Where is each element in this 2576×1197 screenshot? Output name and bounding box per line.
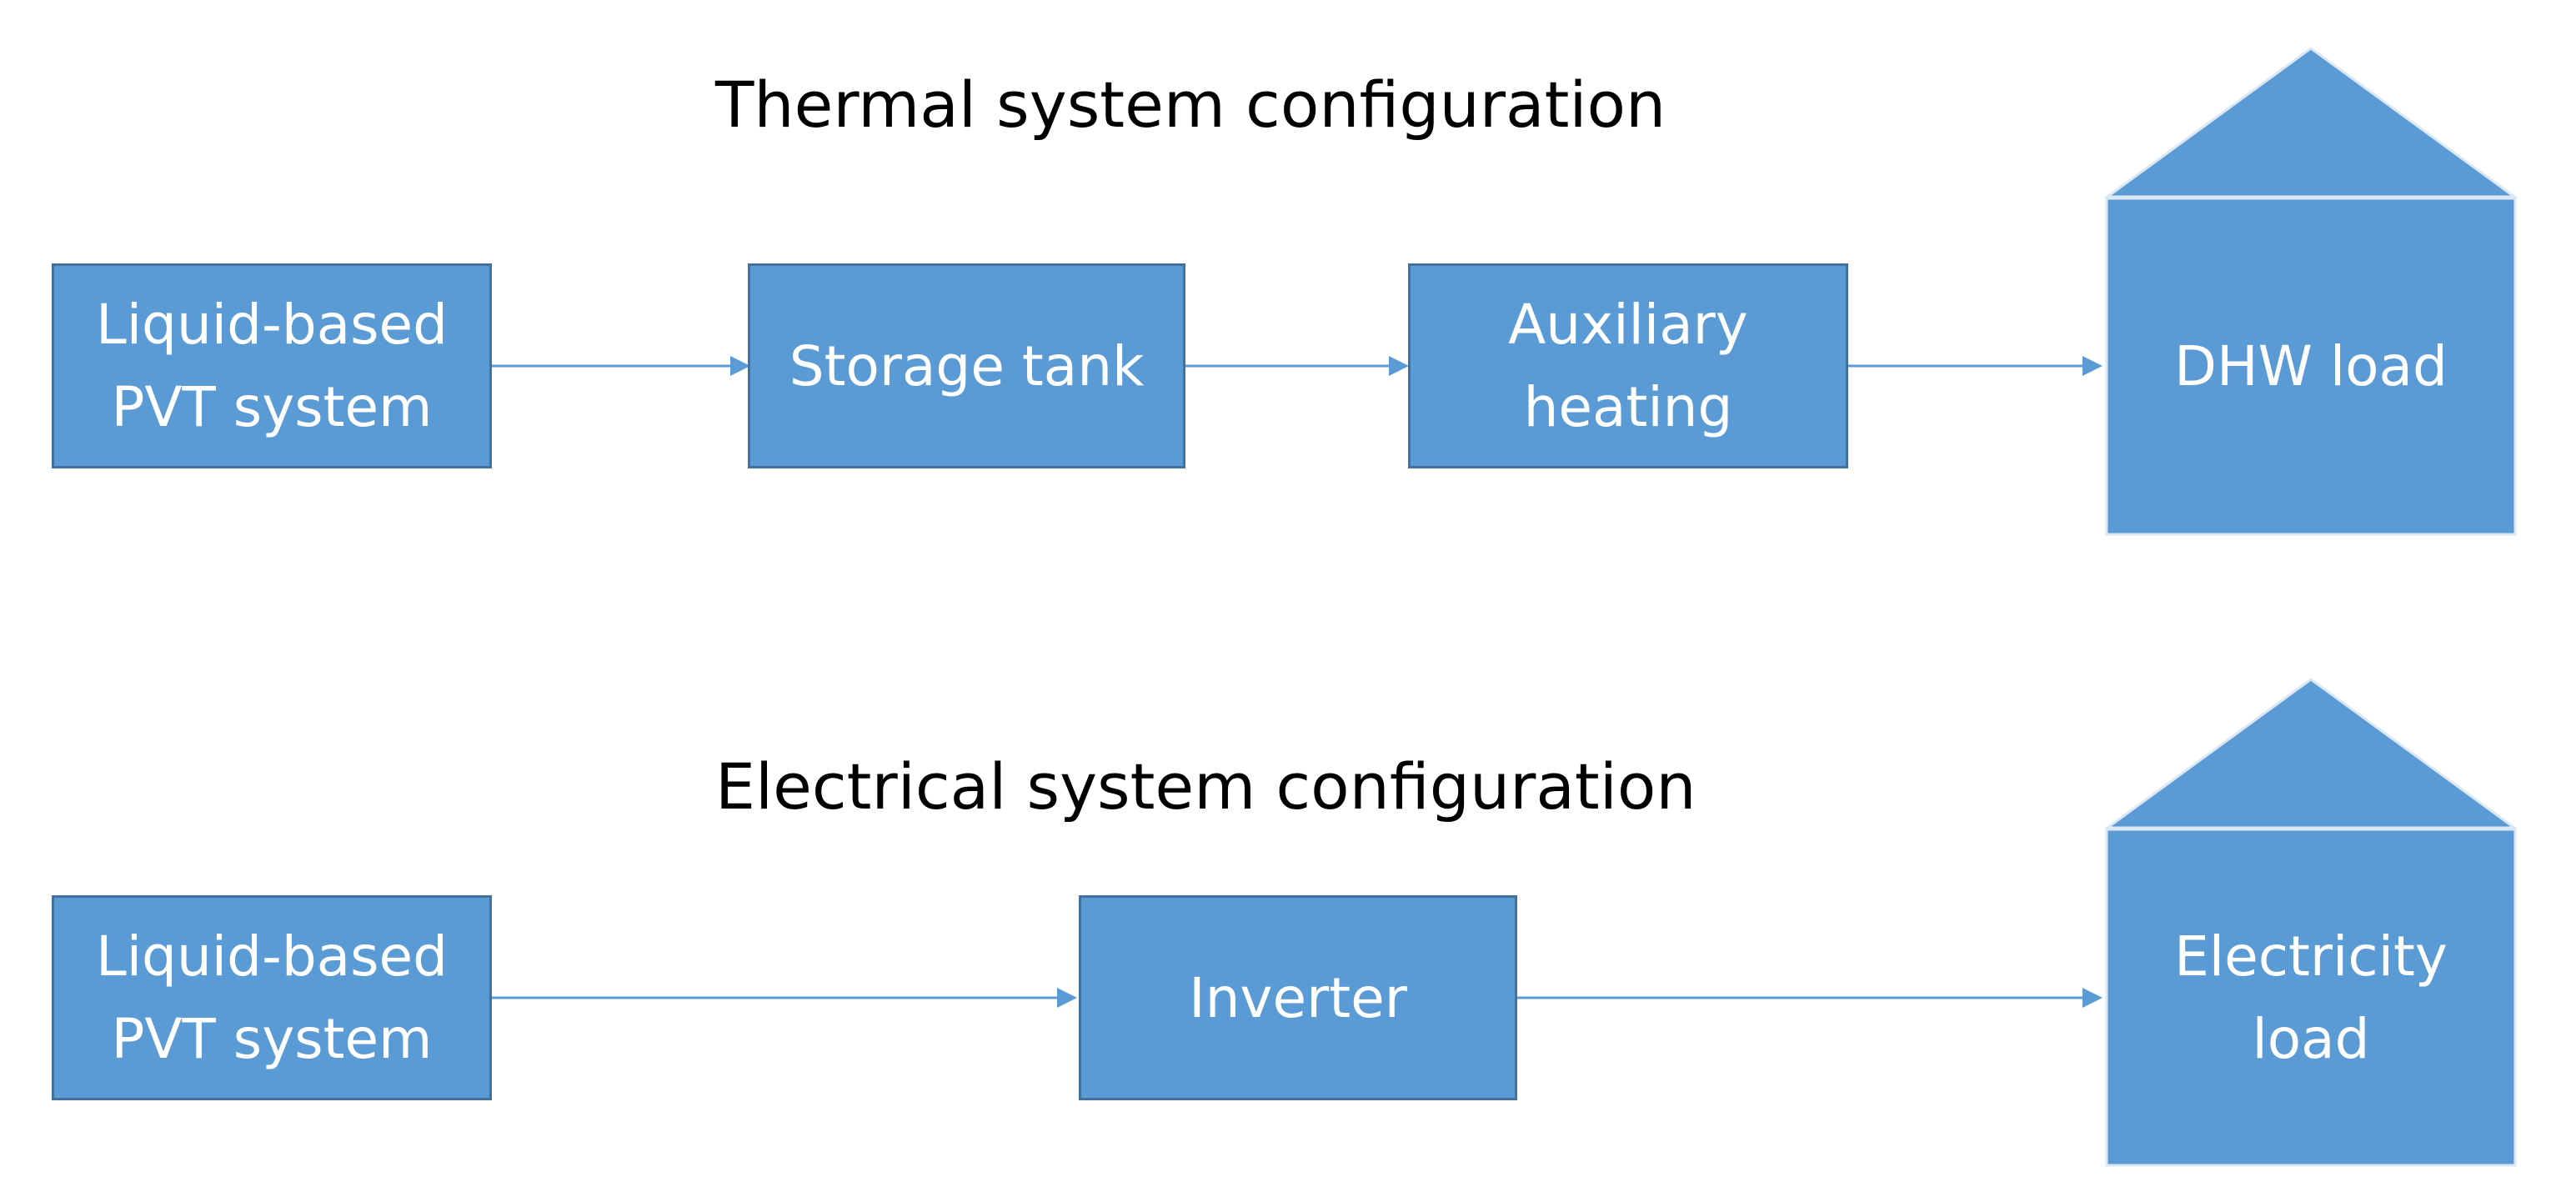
electricity-load-house: Electricity load: [2104, 678, 2518, 1168]
thermal-pvt-label-line1: Liquid-based: [95, 293, 449, 357]
electricity-load-label-line2: load: [2252, 1006, 2370, 1071]
electrical-pvt-label-line1: Liquid-based: [95, 924, 449, 989]
thermal-title: Thermal system configuration: [715, 68, 1666, 142]
electrical-pvt-box: Liquid-based PVT system: [52, 895, 492, 1100]
arrowhead-storage-to-auxiliary: [1389, 356, 1409, 376]
arrowhead-pvt-to-storage: [730, 356, 750, 376]
thermal-pvt-label-line2: PVT system: [111, 375, 433, 439]
inverter-label: Inverter: [1189, 965, 1407, 1030]
auxiliary-heating-label-line1: Auxiliary: [1508, 293, 1748, 357]
arrowhead-auxiliary-to-dhw: [2082, 356, 2102, 376]
house-shape-icon: [2104, 678, 2518, 1167]
dhw-load-house: DHW load: [2104, 47, 2518, 537]
arrowhead-inverter-to-electricity: [2082, 988, 2102, 1008]
storage-tank-box: Storage tank: [748, 263, 1185, 468]
house-shape-icon: [2104, 47, 2518, 536]
thermal-pvt-box: Liquid-based PVT system: [52, 263, 492, 468]
arrowhead-pvt-to-inverter: [1057, 988, 1077, 1008]
auxiliary-heating-label-line2: heating: [1523, 375, 1733, 439]
inverter-box: Inverter: [1079, 895, 1517, 1100]
auxiliary-heating-box: Auxiliary heating: [1408, 263, 1848, 468]
dhw-load-label: DHW load: [2174, 334, 2448, 398]
electricity-load-label-line1: Electricity: [2174, 924, 2448, 989]
storage-tank-label: Storage tank: [789, 333, 1145, 398]
electrical-pvt-label-line2: PVT system: [111, 1007, 433, 1071]
electrical-title: Electrical system configuration: [715, 749, 1696, 824]
